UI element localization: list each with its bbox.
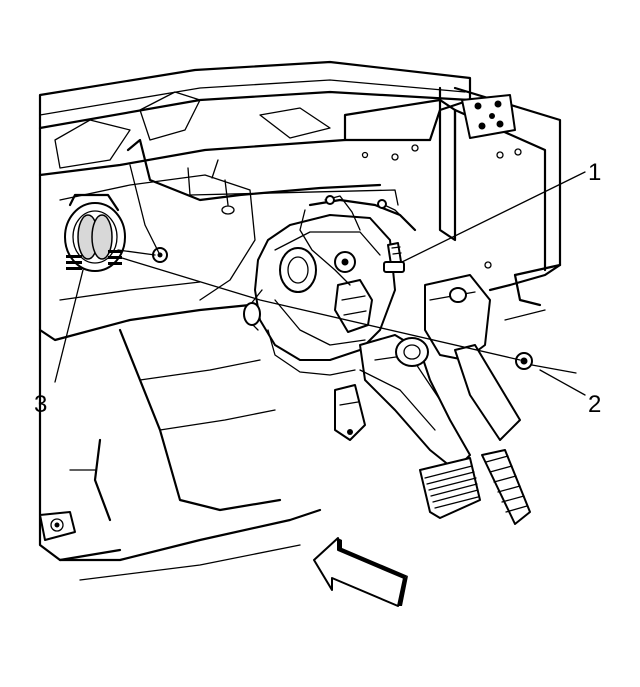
brake-pedal-arm: [334, 263, 562, 471]
booster-mount: [64, 193, 168, 272]
callout-1: 1: [588, 159, 601, 186]
nut-item-2: [515, 352, 533, 370]
dash-panel: [343, 86, 562, 277]
view-direction-arrow-icon: [313, 537, 408, 607]
cowl-panel: [38, 60, 472, 177]
lower-dash-structure: [38, 173, 322, 581]
callout-2: 2: [588, 391, 601, 418]
column-bracket: [126, 138, 399, 256]
callout-3: 3: [34, 391, 47, 418]
leader-lines: [54, 171, 586, 396]
callout-labels: 1 2 3: [34, 159, 601, 418]
pedal-pads: [419, 449, 531, 525]
